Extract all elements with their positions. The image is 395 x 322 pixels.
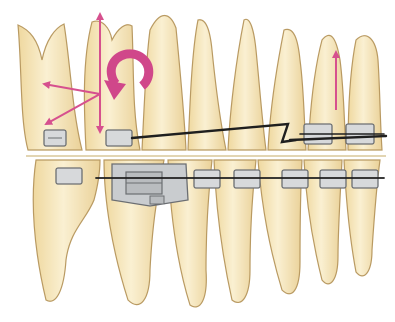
bracket-upper-2 xyxy=(106,130,132,146)
bracket-lower-4 xyxy=(234,170,260,188)
upper-tooth-5 xyxy=(228,19,266,150)
bracket-lower-7 xyxy=(352,170,378,188)
bracket-lower-5 xyxy=(282,170,308,188)
bracket-lower-3 xyxy=(194,170,220,188)
molar-band xyxy=(112,164,188,206)
bracket-lower-1 xyxy=(56,168,82,184)
upper-tooth-6 xyxy=(268,29,306,150)
bracket-lower-6 xyxy=(320,170,346,188)
